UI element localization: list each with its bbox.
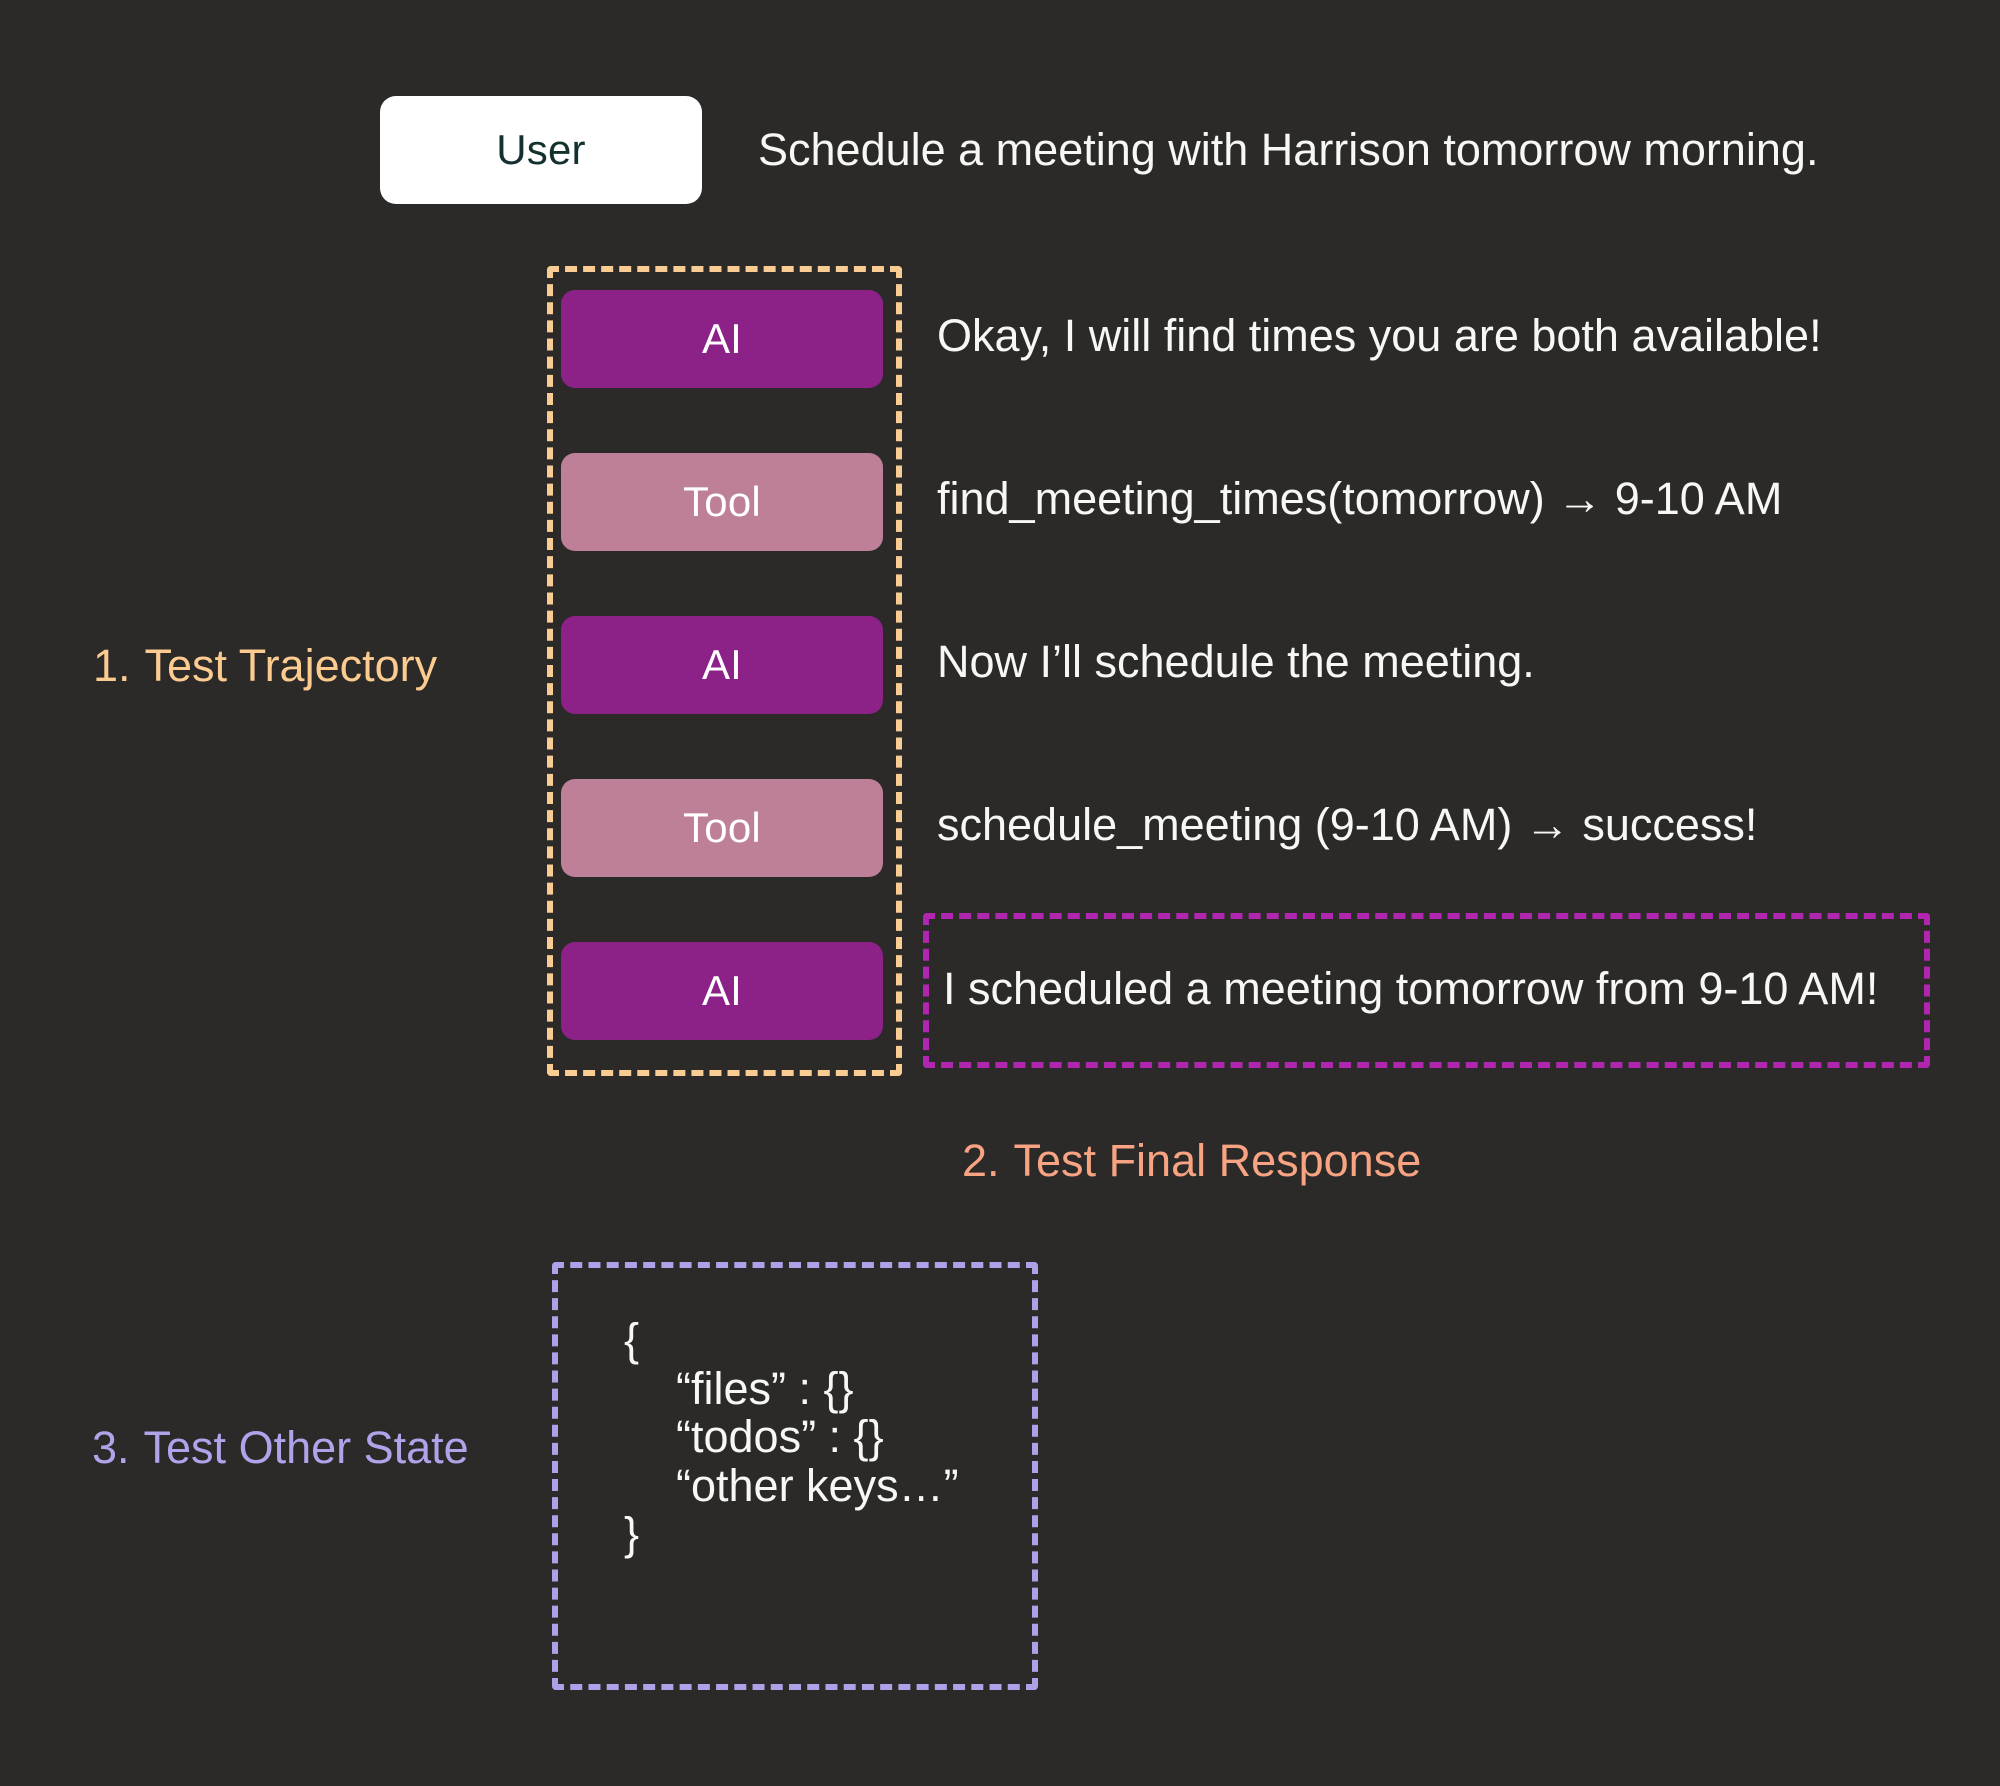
test-final-response-annotation: 2. Test Final Response [962,1135,1421,1187]
ai-message-text: Now I’ll schedule the meeting. [937,636,1535,687]
test-other-state-boundary: { “files” : {} “todos” : {} “other keys…… [552,1262,1038,1690]
test-other-state-annotation: 3. Test Other State [92,1422,469,1474]
trajectory-step-row: Tool schedule_meeting (9-10 AM) → succes… [0,779,2000,879]
tool-role-badge: Tool [561,453,883,551]
trajectory-step-row: AI [0,942,2000,1042]
tool-call-text: find_meeting_times(tomorrow) → 9-10 AM [937,473,1783,524]
ai-role-badge: AI [561,942,883,1040]
test-final-response-boundary: I scheduled a meeting tomorrow from 9-10… [923,913,1930,1068]
tool-call-text: schedule_meeting (9-10 AM) → success! [937,799,1758,850]
state-json-block: { “files” : {} “todos” : {} “other keys…… [624,1314,959,1560]
json-close-brace: } [624,1508,640,1560]
ai-message-text: Okay, I will find times you are both ava… [937,310,1822,361]
user-turn-row: User Schedule a meeting with Harrison to… [0,96,2000,206]
trajectory-step-row: AI Now I’ll schedule the meeting. [0,616,2000,716]
test-other-state-number: 3. [92,1422,130,1473]
tool-role-badge: Tool [561,779,883,877]
json-open-brace: { [624,1314,640,1365]
test-final-response-label: Test Final Response [1013,1135,1422,1186]
test-trajectory-number: 1. [93,640,131,691]
final-response-text: I scheduled a meeting tomorrow from 9-10… [943,963,1879,1014]
test-other-state-label: Test Other State [143,1422,469,1473]
test-trajectory-annotation: 1. Test Trajectory [93,640,437,692]
test-trajectory-label: Test Trajectory [144,640,438,691]
json-key-files: “files” : {} [676,1362,854,1414]
user-role-badge: User [380,96,702,204]
ai-role-badge: AI [561,290,883,388]
json-key-other: “other keys…” [676,1459,959,1511]
trajectory-step-row: Tool find_meeting_times(tomorrow) → 9-10… [0,453,2000,553]
json-key-todos: “todos” : {} [676,1411,884,1463]
test-trajectory-boundary [547,266,902,1076]
trajectory-step-row: AI Okay, I will find times you are both … [0,290,2000,390]
user-message-text: Schedule a meeting with Harrison tomorro… [758,124,1819,175]
ai-role-badge: AI [561,616,883,714]
test-final-response-number: 2. [962,1135,1000,1186]
